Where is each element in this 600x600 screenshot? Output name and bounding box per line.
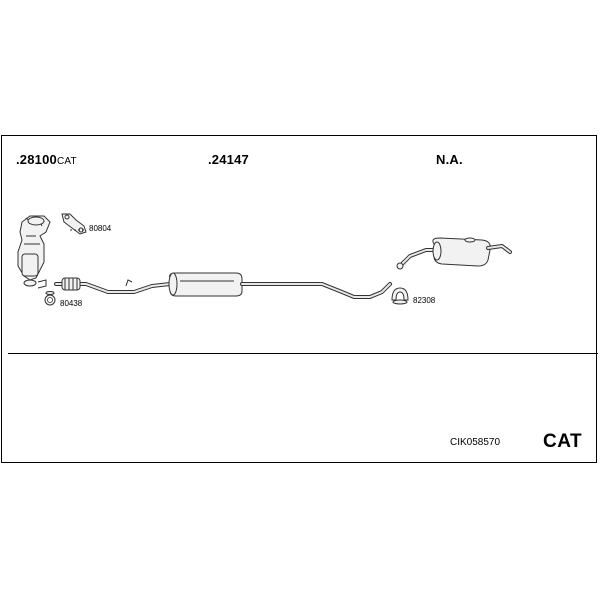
clamp-front bbox=[44, 291, 56, 306]
rear-part-code: N.A. bbox=[436, 152, 463, 167]
type-label: CAT bbox=[543, 431, 583, 452]
clamp-rear bbox=[391, 287, 409, 305]
middle-silencer bbox=[168, 272, 243, 297]
section-divider bbox=[8, 353, 598, 354]
kit-code: CIK058570 bbox=[450, 437, 501, 448]
middle-part-code: .24147 bbox=[208, 152, 249, 167]
clamp-rear-code: 82308 bbox=[413, 296, 436, 305]
diagram-frame bbox=[1, 135, 597, 463]
catalyst-part-code: .28100 bbox=[16, 152, 57, 167]
intermediate-pipe bbox=[240, 282, 392, 299]
catalyst-part-label: .28100CAT bbox=[16, 153, 77, 167]
front-pipe bbox=[54, 277, 172, 294]
gasket-part bbox=[61, 213, 87, 235]
clamp-front-code: 80438 bbox=[60, 299, 83, 308]
gasket-code: 80804 bbox=[89, 224, 112, 233]
rear-silencer bbox=[396, 237, 512, 270]
catalyst-part-suffix: CAT bbox=[56, 156, 77, 167]
catalytic-converter bbox=[17, 215, 51, 289]
